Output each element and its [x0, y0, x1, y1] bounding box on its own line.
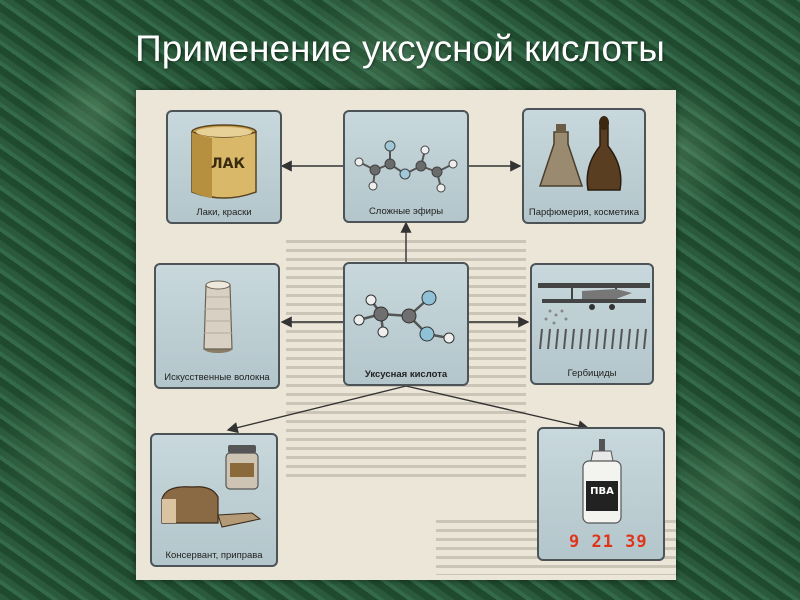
node-label: Лаки, краски: [196, 207, 252, 218]
acetic-acid-molecule-icon: [353, 290, 455, 344]
yarn-spool-icon: [203, 280, 233, 353]
arrow-acid-to-preservative: [226, 385, 407, 434]
node-label: Консервант, приправа: [165, 550, 263, 561]
node-acetic-acid: Уксусная кислота: [343, 262, 469, 386]
can-label: ЛАК: [211, 156, 245, 172]
arrow-acid-to-glue: [405, 385, 590, 432]
page-title: Применение уксусной кислоты: [135, 28, 665, 69]
node-fibers: Искусственные волокна: [154, 263, 280, 389]
node-herbicides: Гербициды: [530, 263, 654, 385]
ester-molecule-icon: [354, 140, 458, 193]
bottle-label: ПВА: [590, 486, 614, 497]
node-perfume: Парфюмерия, косметика: [522, 108, 646, 224]
glue-bottle-icon: [582, 439, 622, 524]
paint-can-icon: [191, 124, 257, 199]
node-varnish: ЛАК Лаки, краски: [166, 110, 282, 224]
flow-arrows: [226, 160, 590, 434]
date-stamp: 9 21 39: [569, 532, 648, 552]
node-label: Гербициды: [567, 368, 617, 379]
bread-and-jar-icon: [161, 445, 262, 528]
node-preservative: Консервант, приправа: [150, 433, 278, 567]
diagram-photo: ЛАК Лаки, краски Сложные эфиры: [136, 90, 676, 580]
node-label: Уксусная кислота: [364, 369, 448, 380]
perfume-bottles-icon: [538, 116, 622, 191]
crop-duster-plane-icon: [538, 283, 650, 350]
node-label: Сложные эфиры: [368, 206, 444, 217]
node-label: Искусственные волокна: [164, 372, 270, 383]
node-esters: Сложные эфиры: [343, 110, 469, 223]
node-glue: ПВА: [537, 427, 665, 561]
node-label: Парфюмерия, косметика: [528, 207, 640, 218]
